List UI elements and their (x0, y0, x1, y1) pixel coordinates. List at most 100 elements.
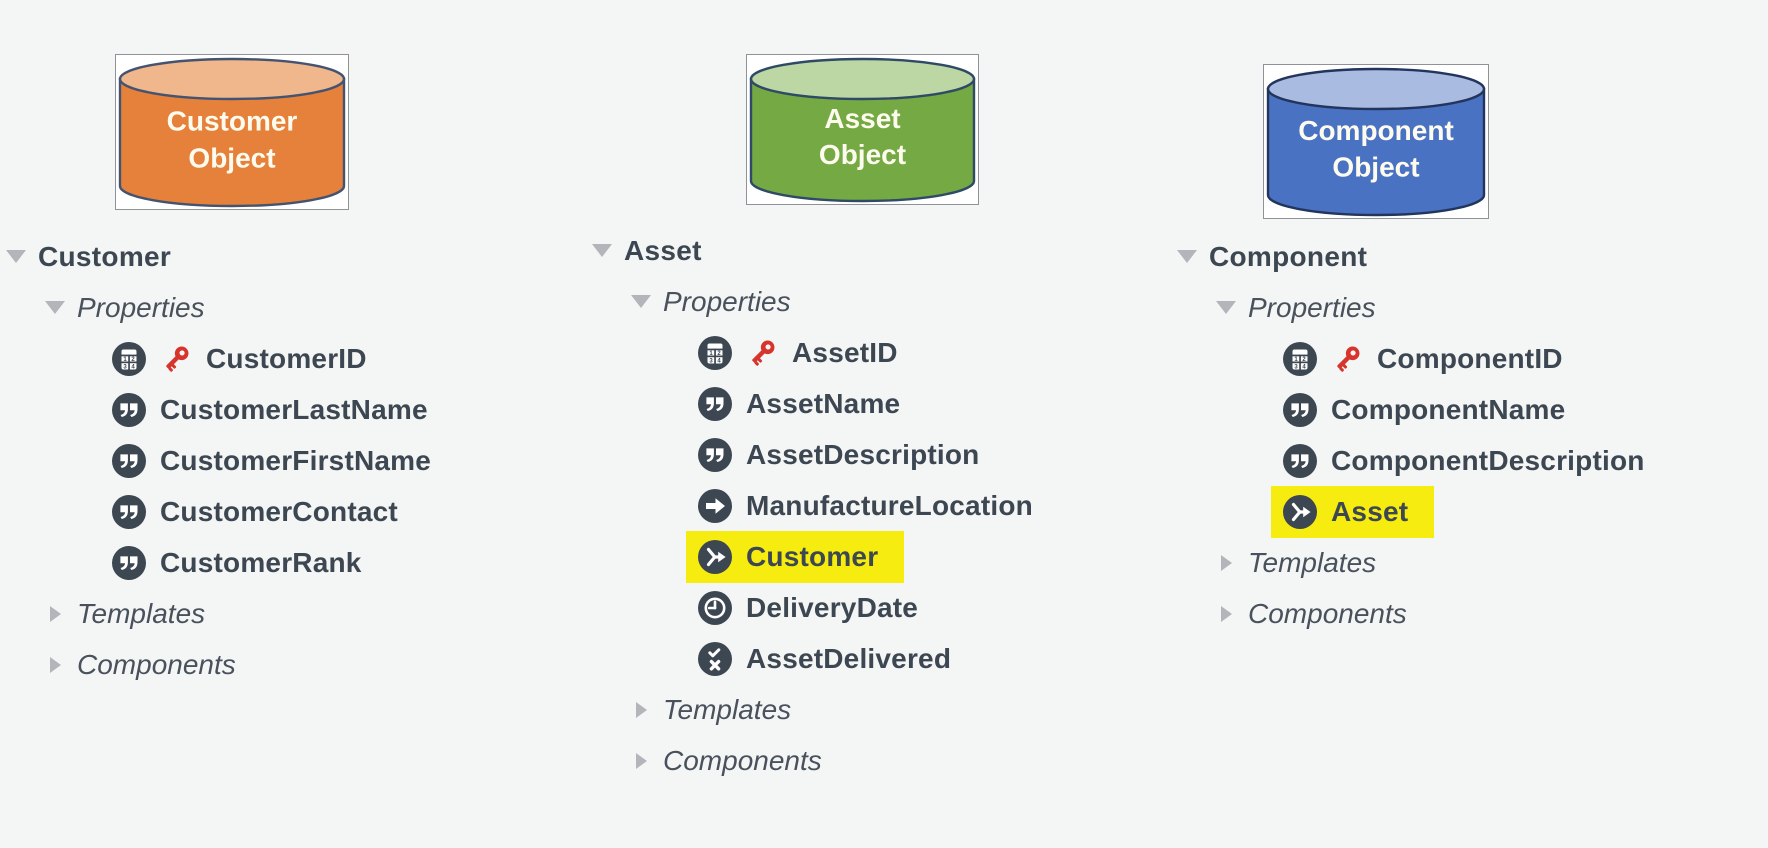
tree-node-component-properties[interactable]: Properties (1177, 282, 1757, 333)
item-inner: DeliveryDate (698, 582, 918, 634)
expander-down-icon[interactable] (1177, 250, 1197, 263)
svg-text:3: 3 (709, 358, 713, 364)
tree-item-manufacturelocation[interactable]: ManufactureLocation (592, 480, 1172, 531)
tree-node-asset-root[interactable]: Asset (592, 225, 1172, 276)
tree-item-customerlastname[interactable]: CustomerLastName (6, 384, 586, 435)
tree-root-label: Asset (624, 234, 702, 266)
tree-root-label: Component (1209, 240, 1368, 272)
tree-item-asset[interactable]: Asset (1177, 485, 1757, 538)
tree-node-asset-properties[interactable]: Properties (592, 276, 1172, 327)
expander-right-icon[interactable] (1216, 554, 1236, 571)
svg-text:1: 1 (123, 356, 127, 362)
svg-text:2: 2 (717, 350, 721, 356)
expander-down-icon[interactable] (592, 244, 612, 257)
item-inner: CustomerRank (112, 537, 362, 589)
text-icon (698, 437, 732, 472)
highlighted-item[interactable]: Customer (686, 530, 905, 583)
item-inner: 1 2 3 4 CustomerID (112, 333, 367, 385)
tree-item-componentid[interactable]: 1 2 3 4 ComponentID (1177, 333, 1757, 384)
database-cylinder-icon: Asset Object (749, 57, 976, 203)
cylinder-label-line2: Object (188, 142, 275, 173)
object-cylinder-asset: Asset Object (746, 54, 979, 205)
property-label: DeliveryDate (746, 591, 919, 623)
tree-item-componentdescription[interactable]: ComponentDescription (1177, 435, 1757, 486)
property-label: CustomerRank (160, 546, 362, 578)
expander-right-icon[interactable] (45, 656, 65, 673)
clock-icon (698, 590, 732, 625)
item-inner: 1 2 3 4 ComponentID (1283, 333, 1563, 385)
expander-right-icon[interactable] (45, 605, 65, 622)
tree-item-componentname[interactable]: ComponentName (1177, 384, 1757, 435)
expander-down-icon[interactable] (6, 250, 26, 263)
tree-item-customer[interactable]: Customer (592, 530, 1172, 583)
expander-right-icon[interactable] (1216, 605, 1236, 622)
tree-node-asset-templates[interactable]: Templates (592, 684, 1172, 735)
highlighted-item[interactable]: Asset (1271, 485, 1435, 538)
tree-section-label: Templates (1248, 546, 1377, 578)
tree-section-label: Components (1248, 597, 1407, 629)
text-icon (112, 545, 146, 580)
tree-item-customerfirstname[interactable]: CustomerFirstName (6, 435, 586, 486)
property-label: ComponentDescription (1331, 444, 1645, 476)
tree-node-customer-root[interactable]: Customer (6, 231, 586, 282)
key-icon (1337, 346, 1360, 372)
tree-item-assetdescription[interactable]: AssetDescription (592, 429, 1172, 480)
text-icon (1283, 443, 1317, 478)
expander-right-icon[interactable] (631, 752, 651, 769)
number-icon: 1 2 3 4 (1283, 341, 1317, 376)
tree-item-assetname[interactable]: AssetName (592, 378, 1172, 429)
svg-text:3: 3 (123, 364, 127, 370)
tree-item-customercontact[interactable]: CustomerContact (6, 486, 586, 537)
tree-section-label: Properties (1248, 291, 1376, 323)
cylinder-label-line2: Object (819, 139, 906, 170)
tree-root-label: Customer (38, 240, 172, 272)
tree-item-deliverydate[interactable]: DeliveryDate (592, 582, 1172, 633)
svg-text:4: 4 (1302, 364, 1306, 370)
cylinder-label-line1: Customer (167, 105, 298, 136)
tree-item-assetid[interactable]: 1 2 3 4 AssetID (592, 327, 1172, 378)
key-icon (166, 346, 189, 372)
tree-node-asset-components[interactable]: Components (592, 735, 1172, 786)
tree-node-component-root[interactable]: Component (1177, 231, 1757, 282)
tree-node-component-components[interactable]: Components (1177, 588, 1757, 639)
database-cylinder-icon: Component Object (1266, 67, 1486, 217)
svg-text:4: 4 (717, 358, 721, 364)
tree-section-label: Templates (77, 597, 206, 629)
expander-down-icon[interactable] (45, 301, 65, 314)
property-label: CustomerID (206, 342, 367, 374)
svg-text:2: 2 (1302, 356, 1306, 362)
item-inner: AssetName (698, 378, 900, 430)
text-icon (1283, 392, 1317, 427)
arrow-icon (698, 488, 732, 523)
number-icon: 1 2 3 4 (112, 341, 146, 376)
item-inner: AssetDelivered (698, 633, 951, 685)
object-cylinder-component: Component Object (1263, 64, 1489, 219)
tree-node-customer-properties[interactable]: Properties (6, 282, 586, 333)
item-inner: CustomerContact (112, 486, 398, 538)
tree-item-customerid[interactable]: 1 2 3 4 CustomerID (6, 333, 586, 384)
property-label: AssetDescription (746, 438, 980, 470)
svg-text:1: 1 (1294, 356, 1298, 362)
expander-down-icon[interactable] (1216, 301, 1236, 314)
item-inner: CustomerLastName (112, 384, 428, 436)
tree-node-customer-components[interactable]: Components (6, 639, 586, 690)
svg-text:4: 4 (131, 364, 135, 370)
property-label: ManufactureLocation (746, 489, 1033, 521)
item-inner: CustomerFirstName (112, 435, 431, 487)
key-icon (752, 340, 775, 366)
database-cylinder-icon: Customer Object (118, 57, 346, 208)
tree-node-customer-templates[interactable]: Templates (6, 588, 586, 639)
text-icon (112, 443, 146, 478)
object-tree-component: Component Properties 1 2 3 4 Co (1177, 231, 1757, 639)
tree-node-component-templates[interactable]: Templates (1177, 537, 1757, 588)
property-label: AssetID (792, 336, 898, 368)
property-label: Asset (1331, 495, 1409, 527)
property-label: ComponentID (1377, 342, 1563, 374)
expander-down-icon[interactable] (631, 295, 651, 308)
tree-item-customerrank[interactable]: CustomerRank (6, 537, 586, 588)
expander-right-icon[interactable] (631, 701, 651, 718)
tree-item-assetdelivered[interactable]: AssetDelivered (592, 633, 1172, 684)
property-label: CustomerContact (160, 495, 398, 527)
text-icon (112, 392, 146, 427)
